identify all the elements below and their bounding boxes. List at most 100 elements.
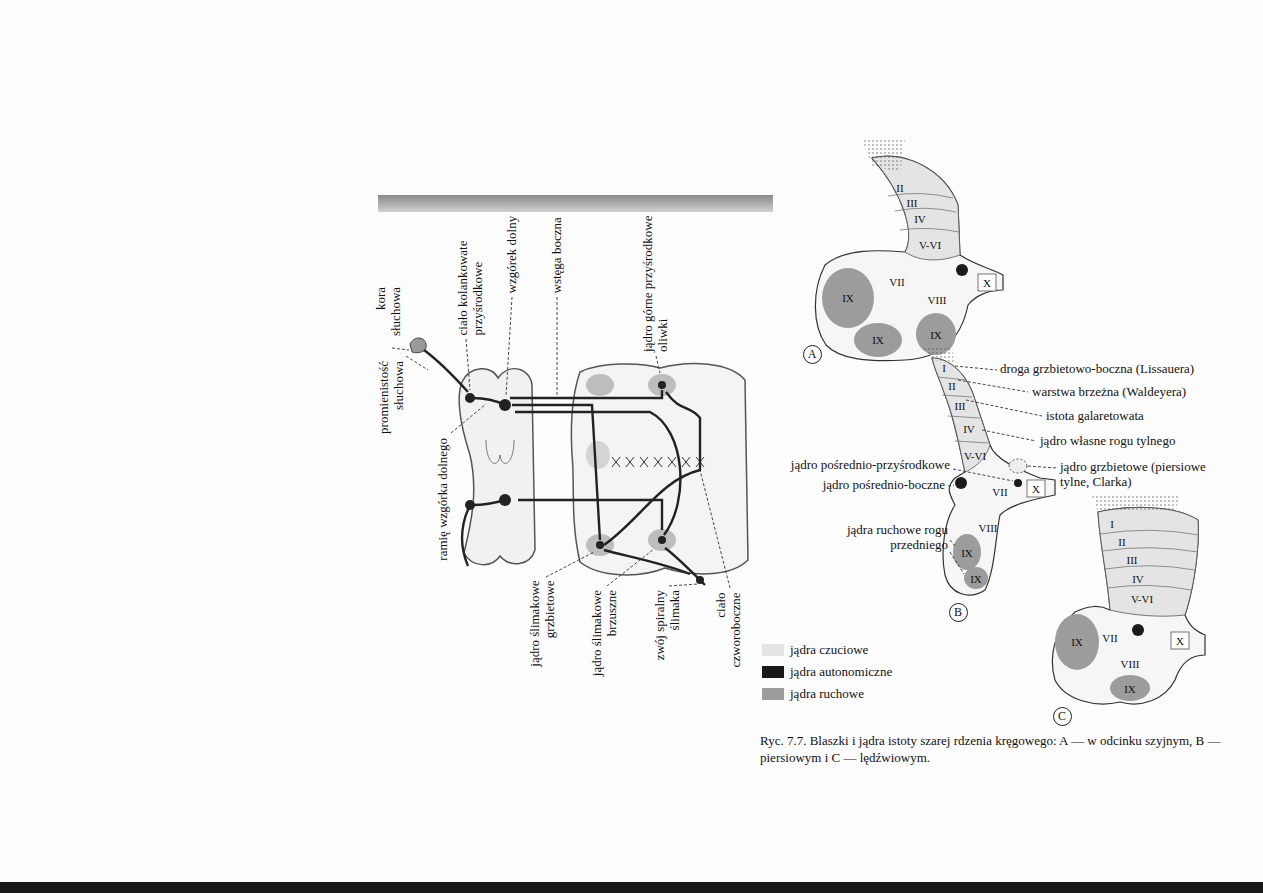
lamina-number: V-VI [1131, 593, 1153, 606]
autonomic-nucleus [955, 477, 967, 489]
lamina-number: II [896, 182, 903, 195]
lamina-number: IX [1124, 683, 1136, 696]
synapse-dot [499, 399, 511, 411]
midline-contour [486, 440, 514, 463]
crossing-marks [612, 457, 704, 467]
lamina-number: II [948, 380, 955, 393]
lamina-number: III [907, 197, 918, 210]
sensory-laminae [932, 358, 990, 472]
autonomic-nucleus [1014, 479, 1022, 487]
structure-label: jądro ślimakowe brzuszne [590, 590, 620, 700]
lamina-box [1027, 480, 1045, 497]
lamina-number: IV [914, 213, 926, 226]
structure-label: jądro górne przyśrodkowe oliwki [641, 212, 671, 352]
nucleus-label: jądro pośrednio-przyśrodkowe [775, 458, 950, 473]
lamina-number: IX [872, 334, 884, 347]
nucleus-label: jądra ruchowe rogu przedniego [840, 523, 948, 553]
dorsal-root-entry [1092, 494, 1180, 512]
motor-nucleus [1055, 614, 1099, 670]
structure-label: ramię wzgórka dolnego [436, 438, 451, 573]
lamina-number: V-VI [919, 239, 941, 252]
figure-caption: Ryc. 7.7. Blaszki i jądra istoty szarej … [760, 733, 1254, 767]
lamina-number: IX [970, 573, 982, 586]
gray-matter-outline [815, 156, 1003, 360]
structure-label: zwój spiralny ślimaka [653, 590, 683, 700]
section-letter-circle: C [1053, 707, 1072, 726]
lamina-number: II [1118, 536, 1125, 549]
scan-edge [0, 882, 1263, 893]
lamina-number: IV [963, 423, 975, 436]
motor-nucleus [822, 268, 874, 328]
gray-matter-outline [1052, 507, 1205, 703]
sensory-laminae [1098, 507, 1198, 616]
synapse-dot [596, 541, 604, 549]
lamina-number: X [1176, 635, 1184, 648]
lamina-number: VIII [1121, 658, 1140, 671]
lissauer-tract [922, 346, 954, 362]
lamina-number: IX [930, 329, 942, 342]
lamina-border [888, 193, 959, 232]
lamina-number: IX [842, 292, 854, 305]
shaded-band [378, 195, 773, 212]
autonomic-nucleus [956, 264, 968, 276]
motor-nucleus [1110, 675, 1150, 701]
motor-nucleus [953, 534, 981, 570]
lamina-number: X [1032, 483, 1040, 496]
synapse-dot [658, 381, 666, 389]
nucleus-label: droga grzbietowo-boczna (Lissauera) [1000, 362, 1194, 377]
section-letter: C [1058, 710, 1066, 722]
pons-outline [571, 364, 748, 575]
nucleus-label: jądro grzbietowe (piersiowe tylne, Clark… [1060, 460, 1220, 490]
synapse-dot [499, 494, 511, 506]
lamina-number: X [983, 277, 991, 290]
section-letter-circle: B [949, 603, 968, 622]
auditory-pathway [424, 350, 705, 585]
synapse-dot [465, 500, 475, 510]
lamina-number: IV [1132, 573, 1144, 586]
legend-text: jądra czuciowe [790, 643, 868, 658]
leader-line [392, 297, 730, 588]
synapse-dot [658, 536, 666, 544]
lamina-number: VIII [979, 522, 998, 535]
nucleus-label: jądro własne rogu tylnego [1040, 434, 1175, 449]
legend-swatch [762, 666, 784, 678]
lamina-border [1100, 530, 1199, 590]
structure-label: wstęga boczna [550, 203, 565, 293]
legend-swatch [762, 644, 784, 656]
structure-label: promienistość słuchowa [377, 361, 407, 479]
sensory-laminae [872, 156, 960, 260]
lamina-number: I [942, 362, 946, 375]
lamina-box [1171, 632, 1189, 649]
structure-label: ciało kolankowate przyśrodkowe [455, 201, 485, 336]
clarke-nucleus [1009, 459, 1027, 473]
ganglion-dot [696, 576, 704, 584]
motor-nucleus [964, 567, 988, 589]
lamina-number: V-VI [964, 450, 986, 463]
lamina-number: VII [889, 276, 904, 289]
lamina-number: III [955, 400, 966, 413]
nucleus-blob [586, 441, 610, 469]
lamina-box [978, 274, 996, 291]
structure-label: kora słuchowa [374, 287, 404, 345]
nucleus-blob [648, 529, 676, 551]
lamina-number: VIII [928, 294, 947, 307]
lamina-number: IX [961, 547, 973, 560]
section-letter-circle: A [803, 345, 822, 364]
legend-text: jądra ruchowe [790, 687, 864, 702]
lamina-number: VII [1102, 632, 1117, 645]
nucleus-label: warstwa brzeżna (Waldeyera) [1032, 385, 1186, 400]
lamina-number: I [1110, 518, 1114, 531]
structure-label: jądro ślimakowe grzbietowe [527, 581, 557, 686]
lamina-number: III [1127, 554, 1138, 567]
lamina-border [938, 377, 988, 443]
legend-swatch [762, 688, 784, 700]
dorsal-root-entry [862, 140, 905, 172]
legend-text: jądra autonomiczne [790, 665, 892, 680]
section-letter: A [808, 348, 817, 360]
nucleus-label: jądro pośrednio-boczne [810, 478, 945, 493]
nucleus-blob [586, 374, 614, 396]
lamina-number: VII [992, 486, 1007, 499]
structure-label: wzgórek dolny [505, 203, 520, 293]
nucleus-label: istota galaretowata [1046, 409, 1144, 424]
motor-nucleus [854, 323, 902, 357]
